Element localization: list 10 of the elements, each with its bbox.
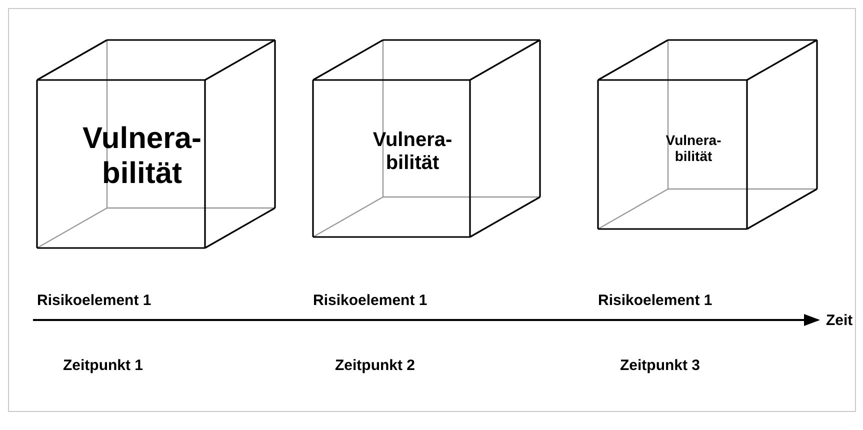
cube-label: Vulnera- bilität	[82, 122, 202, 191]
time-point-label: Zeitpunkt 1	[63, 357, 144, 374]
cube-label: Vulnera- bilität	[372, 128, 454, 174]
axis-label: Zeit	[826, 312, 853, 329]
time-point-label: Zeitpunkt 2	[335, 357, 416, 374]
element-caption: Risikoelement 1	[598, 292, 712, 309]
element-caption: Risikoelement 1	[37, 292, 152, 309]
cube-label: Vulnera- bilität	[664, 132, 722, 164]
time-point-label: Zeitpunkt 3	[620, 357, 700, 374]
element-caption: Risikoelement 1	[313, 292, 428, 309]
